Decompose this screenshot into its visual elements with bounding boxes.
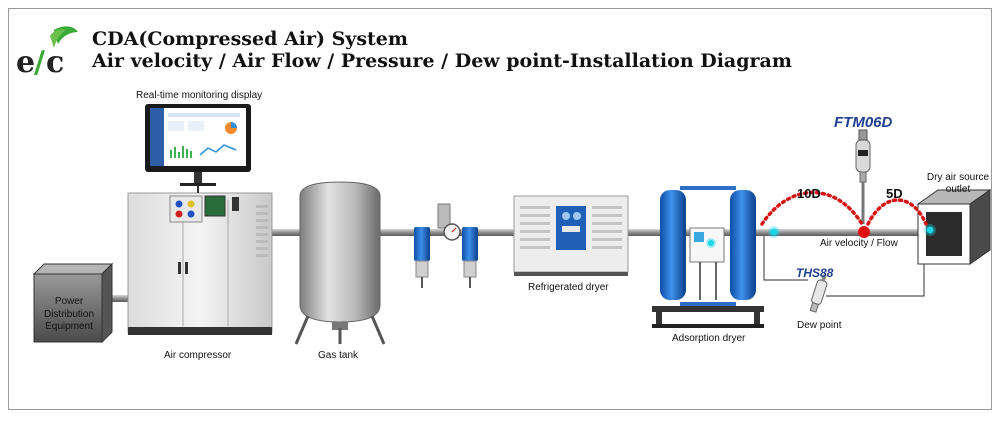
downstream-distance-label: 5D: [886, 186, 903, 201]
upstream-distance-label: 10D: [797, 186, 821, 201]
svg-text:/: /: [34, 45, 45, 80]
sensor-point-marker: [858, 226, 870, 238]
dry-air-outlet: [916, 189, 992, 265]
title-line-1: CDA(Compressed Air) System: [92, 28, 408, 50]
gas-tank: [294, 181, 386, 345]
compressor-label: Air compressor: [164, 350, 232, 361]
air-compressor-unit: [127, 192, 273, 335]
power-label: Power Distribution Equipment: [43, 296, 95, 332]
outlet-label: Dry air source outlet: [926, 172, 990, 195]
adsorption-dryer-label: Adsorption dryer: [672, 333, 746, 344]
gas-tank-label: Gas tank: [318, 350, 359, 361]
power-distribution-equipment: [32, 262, 114, 344]
ftm06d-model-label: FTM06D: [834, 114, 893, 131]
ths88-dew-point-sensor: [809, 274, 828, 313]
upstream-marker: [770, 228, 778, 236]
title-line-2: Air velocity / Air Flow / Pressure / Dew…: [92, 50, 792, 72]
dryer-marker: [708, 240, 714, 246]
refrigerated-dryer: [513, 195, 629, 276]
ftm06d-flow-sensor: [855, 129, 871, 224]
svg-text:e: e: [16, 45, 35, 80]
monitoring-display: [145, 104, 251, 193]
outlet-marker: [926, 226, 934, 234]
ths88-model-label: THS88: [796, 266, 834, 280]
downstream-distance-arc: [866, 198, 928, 226]
monitor-label: Real-time monitoring display: [136, 90, 263, 101]
company-logo: e / c: [16, 26, 78, 80]
refrigerated-dryer-label: Refrigerated dryer: [528, 282, 609, 293]
line-filters: [414, 203, 478, 288]
svg-text:c: c: [46, 45, 64, 80]
dew-point-label: Dew point: [797, 320, 842, 331]
adsorption-dryer: [652, 186, 764, 328]
air-velocity-label: Air velocity / Flow: [820, 238, 898, 249]
upstream-distance-arc: [760, 190, 864, 226]
